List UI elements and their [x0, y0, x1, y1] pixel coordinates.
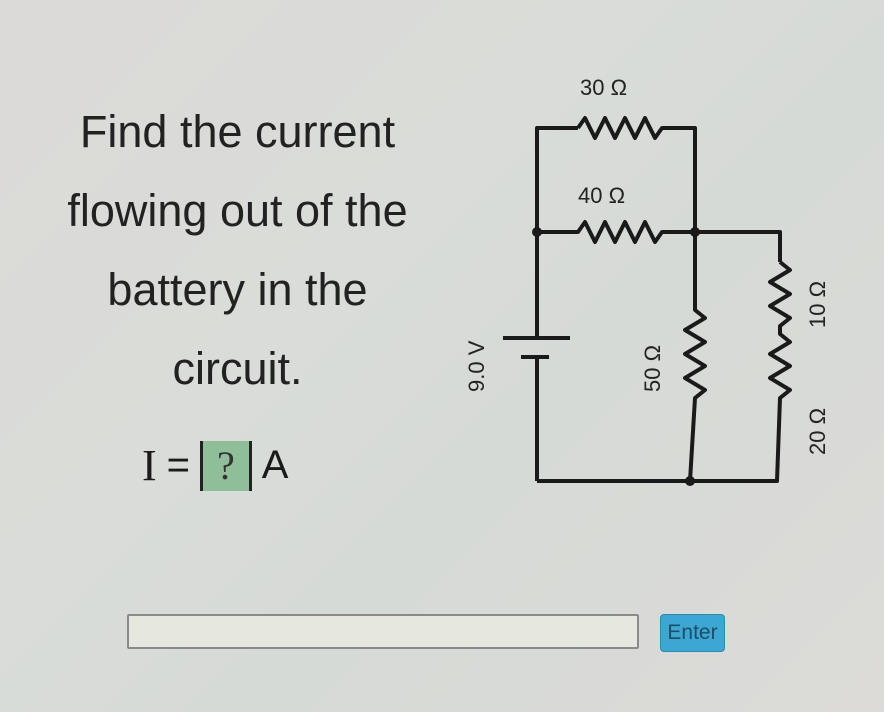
- resistor-50: [683, 232, 707, 482]
- question-line: battery in the: [107, 264, 368, 315]
- label-battery: 9.0 V: [464, 340, 489, 392]
- node: [685, 476, 695, 486]
- label-30: 30 Ω: [580, 75, 627, 100]
- question-line: circuit.: [172, 343, 303, 394]
- unit: A: [261, 443, 289, 487]
- answer-input[interactable]: [127, 614, 639, 649]
- resistor-30: [576, 116, 697, 232]
- label-10: 10 Ω: [805, 281, 830, 328]
- label-40: 40 Ω: [578, 183, 625, 208]
- question-text: Find the current flowing out of the batt…: [20, 92, 455, 408]
- enter-button[interactable]: Enter: [660, 614, 725, 652]
- question-line: Find the current: [79, 106, 396, 157]
- answer-blank: ?: [200, 440, 252, 491]
- answer-equation: I = ? A: [142, 440, 288, 491]
- variable: I: [142, 441, 157, 490]
- resistor-40: [537, 220, 782, 262]
- label-20: 20 Ω: [805, 408, 830, 455]
- label-50: 50 Ω: [640, 345, 665, 392]
- node: [532, 227, 542, 237]
- node: [690, 227, 700, 237]
- question-line: flowing out of the: [67, 185, 408, 236]
- equals-sign: =: [166, 443, 191, 487]
- resistor-10-20: [537, 260, 792, 483]
- wire-left: [535, 126, 578, 481]
